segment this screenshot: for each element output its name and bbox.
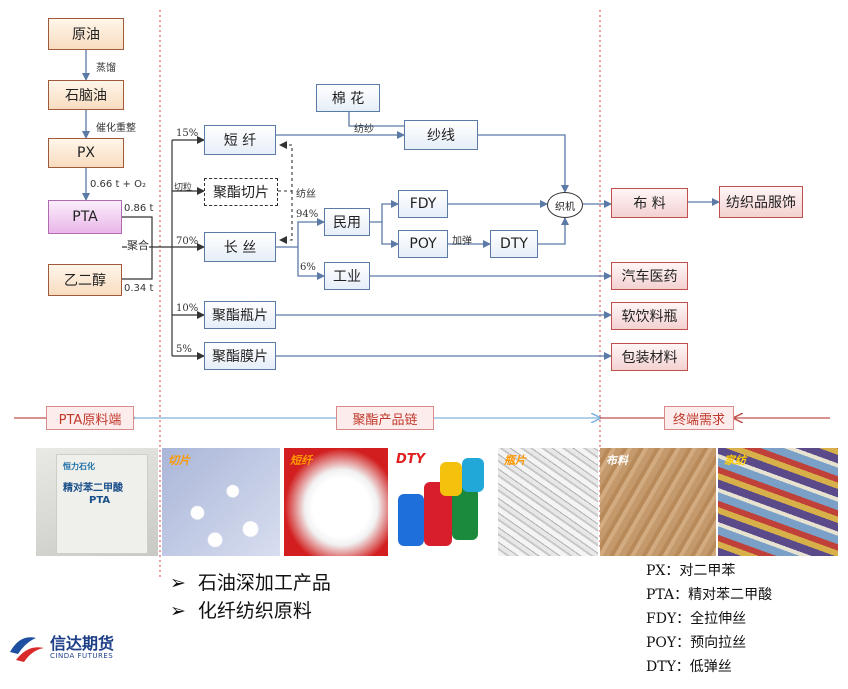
photo-pta-bag: 恒力石化 精对苯二甲酸 PTA — [36, 448, 158, 556]
node-polyester-chips: 聚酯切片 — [204, 178, 278, 206]
label-pct-70: 70% — [176, 236, 198, 247]
bullet-arrow-icon: ➢ — [170, 600, 186, 622]
photo-fabric-label: 布料 — [606, 452, 628, 468]
label-pta-ratio: 0.86 t — [124, 203, 153, 214]
photo-dty: DTY — [390, 448, 494, 556]
bullet-arrow-icon: ➢ — [170, 572, 186, 594]
node-industrial: 工业 — [324, 262, 370, 290]
bullet-1-text: 石油深加工产品 — [198, 572, 331, 594]
legend-pta: PTA：精对苯二甲酸 — [646, 584, 772, 604]
node-crude-oil: 原油 — [48, 18, 124, 50]
photo-bottle-flakes: 瓶片 — [498, 448, 598, 556]
photo-dty-label: DTY — [396, 452, 425, 467]
node-staple-fiber: 短 纤 — [204, 125, 276, 155]
node-fdy: FDY — [398, 190, 448, 218]
label-pct-10: 10% — [176, 303, 198, 314]
bullet-1: ➢ 石油深加工产品 — [170, 568, 331, 595]
cinda-logo-name: 信达期货 — [50, 630, 114, 654]
node-civil: 民用 — [324, 208, 370, 236]
legend-dty: DTY：低弹丝 — [646, 656, 732, 676]
node-pta: PTA — [48, 200, 122, 234]
legend-px: PX：对二甲苯 — [646, 560, 735, 580]
node-poy: POY — [398, 230, 448, 258]
cinda-logo-icon — [6, 630, 46, 664]
photo-staple-label: 短纤 — [290, 452, 312, 468]
node-dty: DTY — [490, 230, 538, 258]
band-pta-chain: PTA原料端 — [46, 406, 134, 430]
label-spin-silk: 纺丝 — [296, 185, 316, 200]
label-distill: 蒸馏 — [96, 59, 116, 74]
label-texture: 加弹 — [452, 232, 472, 247]
label-polymerize: 聚合 — [127, 237, 149, 253]
node-naphtha: 石脑油 — [48, 80, 124, 110]
node-soft-drink-bottle: 软饮料瓶 — [611, 302, 688, 330]
photo-fabric: 布料 — [600, 448, 716, 556]
pta-bag-sub: PTA — [89, 495, 110, 506]
node-fabric: 布 料 — [611, 188, 688, 218]
band-polyester-chain: 聚酯产品链 — [336, 406, 434, 430]
node-filament: 长 丝 — [204, 232, 276, 262]
label-px-ratio: 0.66 t + O₂ — [90, 179, 146, 190]
label-cut: 切粒 — [174, 180, 192, 193]
node-cotton: 棉 花 — [316, 84, 380, 112]
node-apparel: 纺织品服饰 — [719, 186, 803, 218]
label-pct-5: 5% — [176, 344, 192, 355]
node-polyester-bottle-chips: 聚酯瓶片 — [204, 301, 276, 329]
node-meg: 乙二醇 — [48, 264, 122, 296]
label-pct-6: 6% — [300, 262, 316, 273]
photo-staple: 短纤 — [284, 448, 388, 556]
photo-home-textile-label: 家纺 — [724, 452, 746, 468]
band-demand: 终端需求 — [664, 406, 734, 430]
photo-chips: 切片 — [162, 448, 280, 556]
label-reform: 催化重整 — [96, 119, 136, 134]
cinda-logo: 信达期货 CINDA FUTURES — [6, 628, 146, 668]
node-packaging: 包装材料 — [611, 343, 688, 371]
legend-fdy: FDY：全拉伸丝 — [646, 608, 746, 628]
node-px: PX — [48, 138, 124, 168]
pta-bag-brand: 恒力石化 — [63, 461, 95, 472]
photo-bottle-label: 瓶片 — [504, 452, 526, 468]
node-polyester-film-chips: 聚酯膜片 — [204, 342, 276, 370]
label-pct-94: 94% — [296, 209, 318, 220]
node-yarn: 纱线 — [404, 120, 478, 150]
pta-bag-name: 精对苯二甲酸 — [63, 479, 123, 494]
photo-home-textile: 家纺 — [718, 448, 838, 556]
photo-chips-label: 切片 — [168, 452, 190, 468]
label-pct-15: 15% — [176, 128, 198, 139]
cinda-logo-sub: CINDA FUTURES — [50, 652, 113, 660]
legend-poy: POY：预向拉丝 — [646, 632, 746, 652]
bullet-2: ➢ 化纤纺织原料 — [170, 596, 312, 623]
bullet-2-text: 化纤纺织原料 — [198, 600, 312, 622]
label-spin-yarn: 纺纱 — [354, 120, 374, 135]
label-meg-ratio: 0.34 t — [124, 283, 153, 294]
node-loom: 织机 — [547, 192, 583, 218]
node-auto-medical: 汽车医药 — [611, 262, 688, 290]
